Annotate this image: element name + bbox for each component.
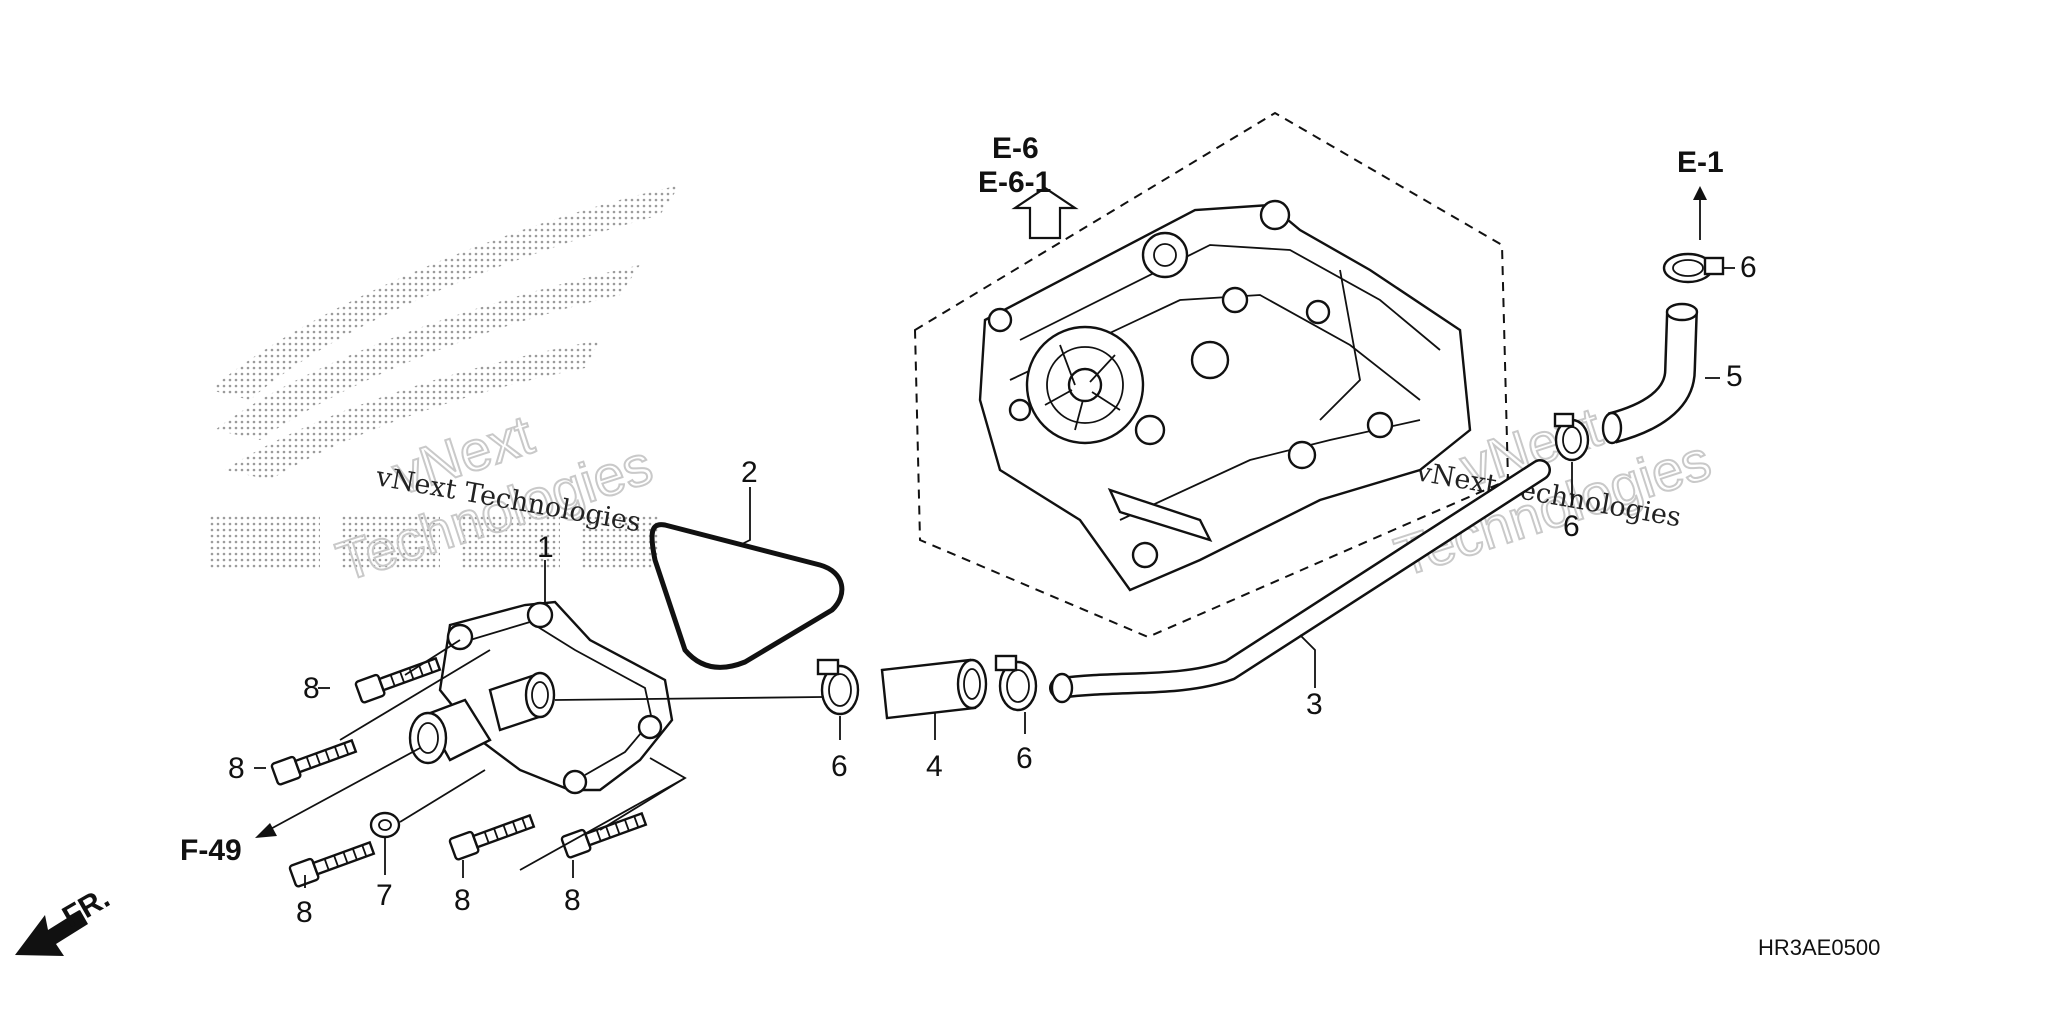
bolt-8-d xyxy=(448,813,536,861)
front-direction-arrow xyxy=(15,910,88,956)
bolt-8-a xyxy=(354,656,442,704)
callout-8-d: 8 xyxy=(454,884,471,917)
hose-clamp-6-center xyxy=(994,654,1038,712)
water-pump-cover xyxy=(408,600,674,795)
callout-1: 1 xyxy=(537,531,554,564)
callout-5: 5 xyxy=(1726,360,1743,393)
bolt-8-e xyxy=(560,811,648,859)
callout-4: 4 xyxy=(926,750,943,783)
bolt-8-c xyxy=(288,840,376,888)
ref-e1[interactable]: E-1 xyxy=(1677,146,1724,179)
wing-logo-watermark xyxy=(210,185,680,568)
callout-6-center: 6 xyxy=(1016,742,1033,775)
callout-8-b: 8 xyxy=(228,752,245,785)
e1-arrow-icon xyxy=(1693,186,1707,200)
hose-4 xyxy=(880,658,988,720)
hose-5 xyxy=(1601,302,1699,445)
hose-clamp-6-mid xyxy=(1553,412,1590,462)
callout-8-c: 8 xyxy=(296,896,313,929)
f49-leader-line xyxy=(264,747,421,833)
callout-6-top: 6 xyxy=(1740,251,1757,284)
pipe-3 xyxy=(1049,459,1551,704)
callout-8-e: 8 xyxy=(564,884,581,917)
callout-3: 3 xyxy=(1306,688,1323,721)
f49-arrow-icon xyxy=(255,823,277,838)
hose-clamp-6-left xyxy=(816,658,860,716)
callout-8-a: 8 xyxy=(303,672,320,705)
diagram-code: HR3AE0500 xyxy=(1758,935,1880,960)
leader-lines xyxy=(254,267,1735,888)
ref-f49[interactable]: F-49 xyxy=(180,834,242,867)
callout-2: 2 xyxy=(741,456,758,489)
ref-e6[interactable]: E-6 xyxy=(992,132,1039,165)
callout-6-mid: 6 xyxy=(1563,510,1580,543)
gasket-o-ring xyxy=(649,522,845,670)
washer-7 xyxy=(369,811,401,839)
engine-case-illustration xyxy=(978,199,1472,592)
callout-6-left: 6 xyxy=(831,750,848,783)
up-arrow-icon xyxy=(1011,186,1079,240)
hose-clamp-6-top xyxy=(1662,252,1725,284)
callout-7: 7 xyxy=(376,879,393,912)
bolt-8-b xyxy=(270,738,358,786)
ref-e6-1[interactable]: E-6-1 xyxy=(978,166,1051,199)
